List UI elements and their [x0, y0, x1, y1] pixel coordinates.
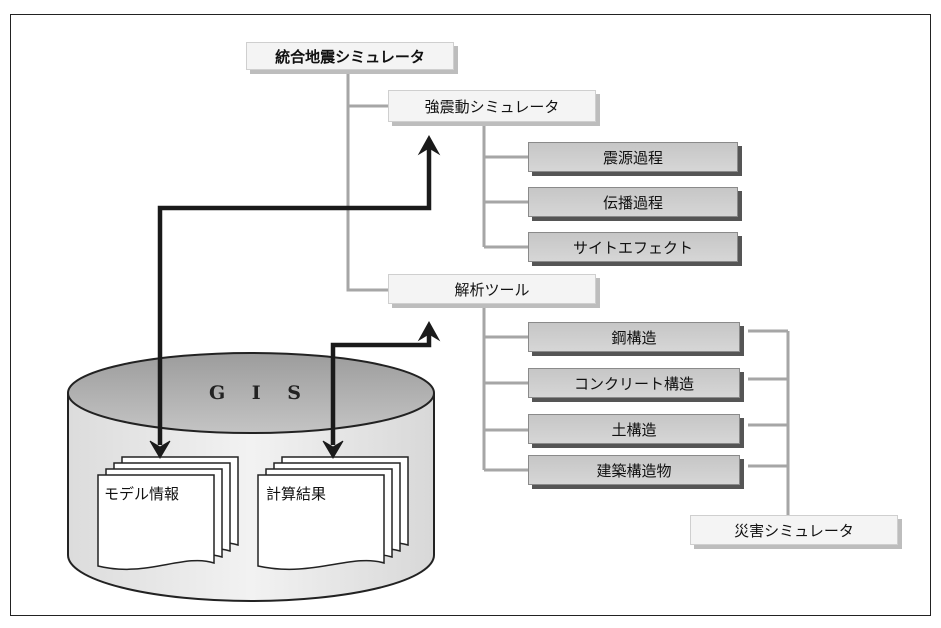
tree-connectors	[346, 70, 790, 515]
arrowhead-down-model-info	[149, 440, 171, 459]
arrow-gis-strong-motion-line	[157, 146, 432, 445]
arrowhead-up-analysis	[417, 320, 441, 342]
calc-results-label: 計算結果	[266, 485, 327, 503]
node-disaster-simulator: 災害シミュレータ	[690, 515, 898, 545]
node-source-process: 震源過程	[528, 142, 738, 172]
calc-results-document-stack	[257, 456, 409, 570]
node-building-structure: 建築構造物	[528, 455, 740, 485]
node-soil-structure: 土構造	[528, 414, 740, 444]
arrowhead-down-calc-results	[322, 440, 344, 459]
flow-arrows	[157, 146, 432, 445]
arrowhead-up-strong-motion	[417, 134, 441, 156]
gis-label: G I S	[208, 382, 312, 404]
arrow-heads	[149, 134, 441, 459]
model-info-label: モデル情報	[104, 485, 180, 503]
connector-main-trunk	[346, 70, 388, 292]
node-integrated-simulator: 統合地震シミュレータ	[246, 42, 454, 70]
node-site-effect: サイトエフェクト	[528, 232, 738, 262]
node-analysis-tool: 解析ツール	[388, 274, 596, 304]
node-strong-motion-simulator: 強震動シミュレータ	[388, 90, 596, 122]
node-propagation-process: 伝播過程	[528, 187, 738, 217]
arrow-gis-analysis-line	[330, 330, 432, 445]
model-info-document-stack	[97, 456, 239, 570]
diagram-frame	[10, 14, 931, 616]
node-steel-structure: 鋼構造	[528, 322, 740, 352]
node-concrete-structure: コンクリート構造	[528, 368, 740, 398]
